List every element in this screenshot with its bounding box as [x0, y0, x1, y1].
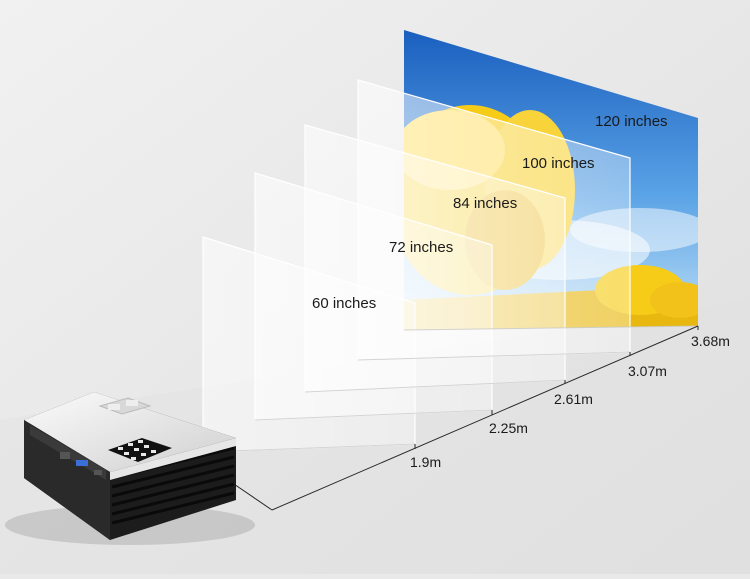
size-label-84: 84 inches — [453, 195, 517, 212]
size-label-120: 120 inches — [595, 113, 668, 130]
projector-icon — [5, 392, 255, 545]
size-label-60: 60 inches — [312, 295, 376, 312]
size-label-72: 72 inches — [389, 239, 453, 256]
distance-label-84: 2.61m — [554, 391, 593, 407]
distance-label-72: 2.25m — [489, 420, 528, 436]
distance-label-100: 3.07m — [628, 363, 667, 379]
distance-label-60: 1.9m — [410, 454, 441, 470]
distance-label-120: 3.68m — [691, 333, 730, 349]
size-label-100: 100 inches — [522, 155, 595, 172]
